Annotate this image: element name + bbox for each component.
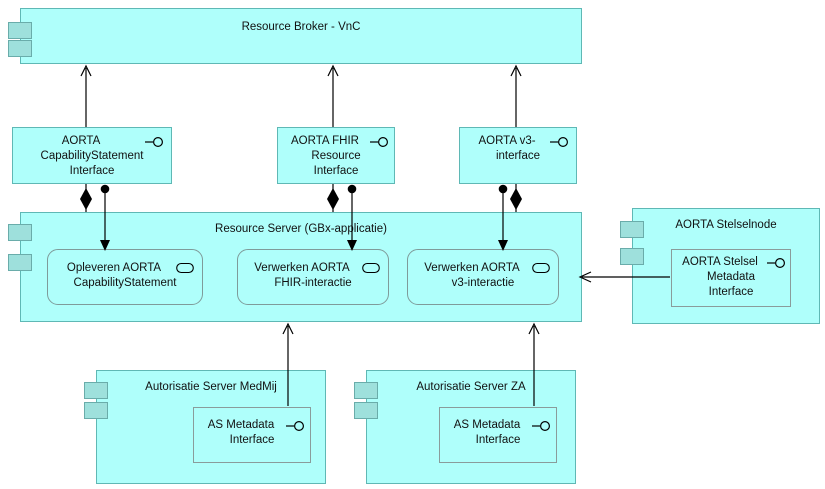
provided-interface-lollipop-icon: [532, 420, 551, 432]
interface-label: AORTA CapabilityStatement Interface: [13, 134, 171, 179]
connector-composition-capabilitystatement: [80, 184, 92, 212]
component-tab-upper: [84, 382, 108, 399]
function-label-line1: Verwerken AORTA: [424, 262, 520, 274]
connector-composition-fhir: [327, 184, 339, 212]
function-verwerken-aorta-fhir-interactie[interactable]: Verwerken AORTA FHIR-interactie: [237, 249, 389, 305]
application-function-oval-icon: [176, 262, 194, 274]
provided-interface-lollipop-icon: [767, 257, 786, 269]
interface-aorta-capabilitystatement[interactable]: AORTA CapabilityStatement Interface: [12, 127, 172, 184]
component-title: Resource Broker - VnC: [241, 21, 361, 33]
interface-label: AS Metadata Interface: [440, 418, 556, 448]
interface-label-line2: Interface: [229, 434, 275, 446]
provided-interface-lollipop-icon: [550, 136, 569, 148]
function-label: Verwerken AORTA FHIR-interactie: [238, 261, 388, 291]
component-tab-upper: [620, 221, 644, 238]
interface-label: AORTA v3- interface: [460, 134, 576, 164]
connector-v3-to-broker: [510, 64, 522, 127]
component-tab-lower: [354, 402, 378, 419]
interface-as-metadata-medmij[interactable]: AS Metadata Interface: [193, 407, 311, 463]
interface-aorta-stelsel-metadata[interactable]: AORTA Stelsel Metadata Interface: [671, 249, 791, 307]
component-title: Autorisatie Server ZA: [416, 381, 526, 393]
application-function-oval-icon: [532, 262, 550, 274]
component-tab-upper: [354, 382, 378, 399]
function-verwerken-aorta-v3-interactie[interactable]: Verwerken AORTA v3-interactie: [407, 249, 559, 305]
function-label-line2: v3-interactie: [451, 277, 515, 289]
interface-label-line1: AS Metadata: [453, 419, 521, 431]
interface-label-line2: Resource: [311, 150, 361, 162]
interface-label-line1: AORTA Stelsel: [682, 256, 758, 268]
interface-label-line1: AORTA FHIR: [291, 135, 359, 147]
component-autorisatie-server-za[interactable]: Autorisatie Server ZA AS Metadata Interf…: [366, 370, 576, 484]
interface-label-line1: AS Metadata: [207, 419, 275, 431]
interface-label: AORTA FHIR Resource Interface: [278, 134, 394, 179]
function-label-line2: FHIR-interactie: [274, 277, 352, 289]
component-resource-broker[interactable]: Resource Broker - VnC: [20, 8, 582, 64]
provided-interface-lollipop-icon: [145, 136, 164, 148]
component-title: AORTA Stelselnode: [675, 219, 777, 231]
function-label: Opleveren AORTA CapabilityStatement: [48, 261, 202, 291]
component-tab-lower: [84, 402, 108, 419]
function-label-line1: Verwerken AORTA: [254, 262, 350, 274]
interface-aorta-fhir-resource[interactable]: AORTA FHIR Resource Interface: [277, 127, 395, 184]
connector-fhir-to-broker: [327, 64, 339, 127]
interface-as-metadata-za[interactable]: AS Metadata Interface: [439, 407, 557, 463]
interface-label-line3: Interface: [708, 286, 754, 298]
function-label: Verwerken AORTA v3-interactie: [408, 261, 558, 291]
component-tab-lower: [620, 248, 644, 265]
component-title: Autorisatie Server MedMij: [145, 381, 277, 393]
interface-label-line2: interface: [495, 150, 541, 162]
component-title: Resource Server (GBx-applicatie): [215, 223, 387, 235]
interface-label-line2: CapabilityStatement: [40, 150, 144, 162]
component-aorta-stelselnode[interactable]: AORTA Stelselnode AORTA Stelsel Metadata…: [632, 208, 820, 324]
function-opleveren-aorta-capabilitystatement[interactable]: Opleveren AORTA CapabilityStatement: [47, 249, 203, 305]
connector-composition-v3: [510, 184, 522, 212]
connector-capabilitystatement-to-broker: [80, 64, 92, 127]
provided-interface-lollipop-icon: [286, 420, 305, 432]
interface-label-line2: Interface: [475, 434, 521, 446]
interface-label-line1: AORTA v3-: [478, 135, 536, 147]
interface-label-line1: AORTA: [61, 135, 101, 147]
interface-label: AORTA Stelsel Metadata Interface: [672, 255, 790, 300]
component-resource-server[interactable]: Resource Server (GBx-applicatie) Oplever…: [20, 212, 582, 322]
function-label-line1: Opleveren AORTA: [66, 262, 162, 274]
interface-label-line3: Interface: [69, 165, 115, 177]
interface-label-line2: Metadata: [707, 271, 755, 283]
interface-label-line3: Interface: [313, 165, 359, 177]
function-label-line2: CapabilityStatement: [73, 277, 177, 289]
component-tab-upper: [8, 22, 32, 39]
interface-label: AS Metadata Interface: [194, 418, 310, 448]
application-function-oval-icon: [362, 262, 380, 274]
component-tab-upper: [8, 224, 32, 241]
interface-aorta-v3[interactable]: AORTA v3- interface: [459, 127, 577, 184]
component-autorisatie-server-medmij[interactable]: Autorisatie Server MedMij AS Metadata In…: [96, 370, 326, 484]
provided-interface-lollipop-icon: [370, 136, 389, 148]
component-tab-lower: [8, 40, 32, 57]
component-tab-lower: [8, 254, 32, 271]
